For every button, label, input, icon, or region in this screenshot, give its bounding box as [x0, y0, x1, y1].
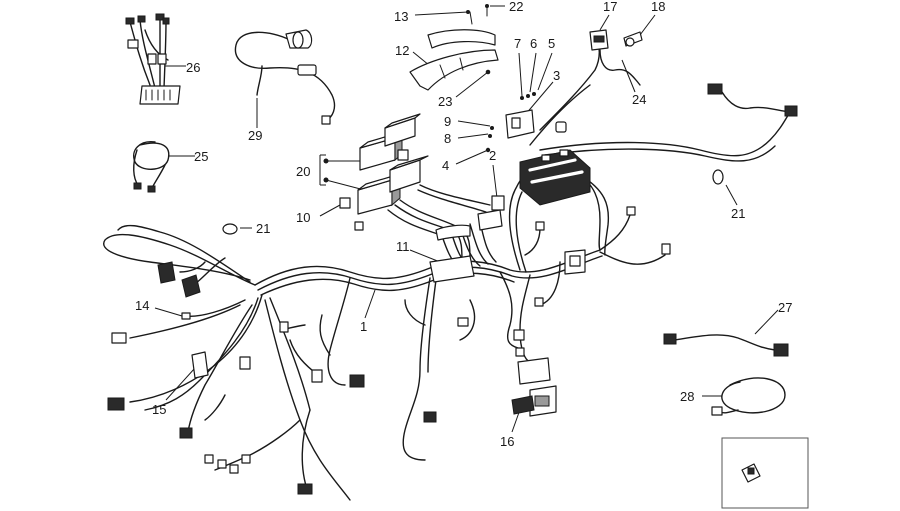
relay-block-20	[339, 113, 491, 263]
callout-4: 4	[442, 158, 449, 173]
callout-21-left: 21	[256, 221, 270, 236]
callout-21-right: 21	[731, 206, 745, 221]
callout-7: 7	[514, 36, 521, 51]
callout-26: 26	[186, 60, 200, 75]
callout-3: 3	[553, 68, 560, 83]
callout-13: 13	[394, 9, 408, 24]
callout-11: 11	[396, 239, 410, 254]
callout-29: 29	[248, 128, 262, 143]
callout-16: 16	[500, 434, 514, 449]
rubber-pad-16	[511, 329, 557, 417]
callout-27: 27	[778, 300, 792, 315]
connector-18	[623, 31, 643, 47]
callout-1: 1	[360, 319, 367, 334]
callout-20: 20	[296, 164, 310, 179]
callout-10: 10	[296, 210, 310, 225]
callout-2: 2	[489, 148, 496, 163]
harness-cover-12	[409, 4, 499, 91]
callout-5: 5	[548, 36, 555, 51]
callout-14: 14	[135, 298, 149, 313]
callout-24: 24	[632, 92, 646, 107]
harness-sleeve-11	[429, 221, 497, 283]
sub-harness-26	[125, 13, 181, 105]
callout-25: 25	[194, 149, 208, 164]
callout-22: 22	[509, 0, 523, 14]
callout-23: 23	[438, 94, 452, 109]
fuse-box	[519, 149, 591, 206]
relay-10	[339, 197, 351, 209]
callout-6: 6	[530, 36, 537, 51]
main-wiring-harness	[103, 41, 791, 501]
callout-9: 9	[444, 114, 451, 129]
callout-15: 15	[152, 402, 166, 417]
callout-28: 28	[680, 389, 694, 404]
coiled-lead-25	[133, 141, 170, 193]
lamp-lead-29	[234, 29, 336, 125]
connector-17	[589, 29, 641, 86]
coiled-lead-28	[711, 377, 786, 416]
fuse-holder-parts	[477, 92, 567, 231]
inset-box-19	[721, 437, 809, 509]
left-connectors	[107, 221, 469, 495]
callout-18: 18	[651, 0, 665, 14]
callout-17: 17	[603, 0, 617, 14]
callout-12: 12	[395, 43, 409, 58]
callout-8: 8	[444, 131, 451, 146]
lead-27	[663, 333, 789, 357]
o-rings-21	[222, 169, 724, 235]
end-connectors-right	[534, 83, 798, 307]
